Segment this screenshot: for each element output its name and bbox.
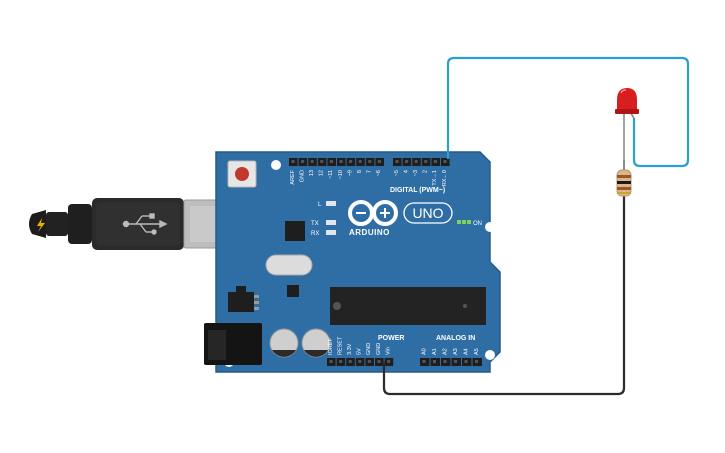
arduino-uno-board[interactable]: L TX RX ARDUINO UNO ON <box>204 151 501 373</box>
pin-label: 4 <box>403 170 409 173</box>
reset-button[interactable] <box>227 160 257 188</box>
pin-socket <box>329 360 333 363</box>
pin-socket <box>339 160 343 163</box>
pin-socket <box>464 360 468 363</box>
pin-label: 2 <box>423 170 429 173</box>
pin-label: GND <box>376 343 382 355</box>
pin-socket <box>301 160 305 163</box>
pin-label: A5 <box>474 348 480 355</box>
led-rx-label: RX <box>311 231 319 237</box>
atmega-chip <box>330 287 486 325</box>
status-leds: L TX RX <box>311 201 336 237</box>
pin-label: RESET <box>337 336 343 355</box>
pin-label: GND <box>299 170 305 182</box>
pin-socket <box>433 360 436 363</box>
power-jack <box>204 323 262 365</box>
signal-wire[interactable] <box>446 56 690 168</box>
pin-label: IOREF <box>328 338 334 355</box>
resistor[interactable] <box>616 160 632 197</box>
analog-header[interactable]: A0 A1 A2 A3 A4 A5 <box>420 348 482 366</box>
lightning-icon <box>37 218 45 232</box>
pin-socket <box>454 360 457 363</box>
pin-label: ~3 <box>413 170 419 176</box>
small-chip <box>287 285 299 297</box>
power-label: POWER <box>378 335 404 342</box>
pin-socket <box>358 360 362 363</box>
pin-socket <box>377 160 381 163</box>
arduino-logo: ARDUINO UNO <box>348 200 453 237</box>
pin-label: ~11 <box>328 170 334 179</box>
pin-socket <box>358 160 362 163</box>
pin-label: A1 <box>432 348 438 355</box>
pin-label: 12 <box>319 170 325 176</box>
pin-socket <box>349 160 353 163</box>
pin-socket <box>310 160 314 163</box>
pin-socket <box>475 360 478 363</box>
capacitor <box>301 328 331 358</box>
pin-socket <box>395 160 399 163</box>
on-label: ON <box>473 221 482 227</box>
crystal-oscillator <box>265 254 313 276</box>
brand-label: ARDUINO <box>349 228 390 237</box>
pin-label: Vin <box>385 347 391 355</box>
ground-wire[interactable] <box>382 196 626 396</box>
pin-socket <box>377 360 381 363</box>
voltage-regulator <box>228 286 259 312</box>
pin-label: 8 <box>357 170 363 173</box>
led-l-label: L <box>318 202 322 208</box>
pin-socket <box>329 160 333 163</box>
pin-label: A3 <box>453 348 459 355</box>
pin-label: 7 <box>367 170 373 173</box>
pin-label: 3.3V <box>347 343 353 355</box>
pin-socket <box>320 160 324 163</box>
pin-socket <box>422 360 426 363</box>
capacitor <box>269 328 299 358</box>
pin-label: A4 <box>463 348 469 355</box>
pin-label: ~5 <box>394 170 400 176</box>
mounting-hole <box>271 160 281 170</box>
led-tx-label: TX <box>311 221 319 227</box>
pin-label: TX→1 <box>432 170 438 186</box>
digital-label: DIGITAL (PWM~) <box>390 187 445 194</box>
pin-socket <box>443 360 447 363</box>
pin-label: RX←0 <box>442 170 448 186</box>
pin-label: ~6 <box>376 170 382 176</box>
pin-socket <box>414 160 418 163</box>
usb-chip <box>285 221 305 241</box>
pin-label: A2 <box>442 348 448 355</box>
pin-socket <box>443 160 447 163</box>
pin-label: 13 <box>309 170 315 176</box>
pin-socket <box>339 360 343 363</box>
pin-label: A0 <box>421 348 427 355</box>
pin-label: 5V <box>357 348 363 355</box>
pin-label: ~9 <box>347 170 353 176</box>
pin-socket <box>424 160 428 163</box>
pin-socket <box>348 360 352 363</box>
pin-socket <box>387 360 391 363</box>
pin-socket <box>368 160 372 163</box>
pin-label: AREF <box>290 169 296 184</box>
pin-socket <box>405 160 409 163</box>
mounting-hole <box>485 222 495 232</box>
pin-label: GND <box>366 343 372 355</box>
power-on-indicator: ON <box>457 220 482 227</box>
pin-socket <box>291 160 295 163</box>
pin-label: ~10 <box>338 170 344 179</box>
usb-symbol-icon <box>122 213 168 235</box>
pin-socket <box>367 360 371 363</box>
mounting-hole <box>485 350 495 360</box>
analog-label: ANALOG IN <box>436 335 475 342</box>
red-led[interactable] <box>615 88 639 160</box>
pin-socket <box>433 160 437 163</box>
model-label: UNO <box>412 205 443 221</box>
